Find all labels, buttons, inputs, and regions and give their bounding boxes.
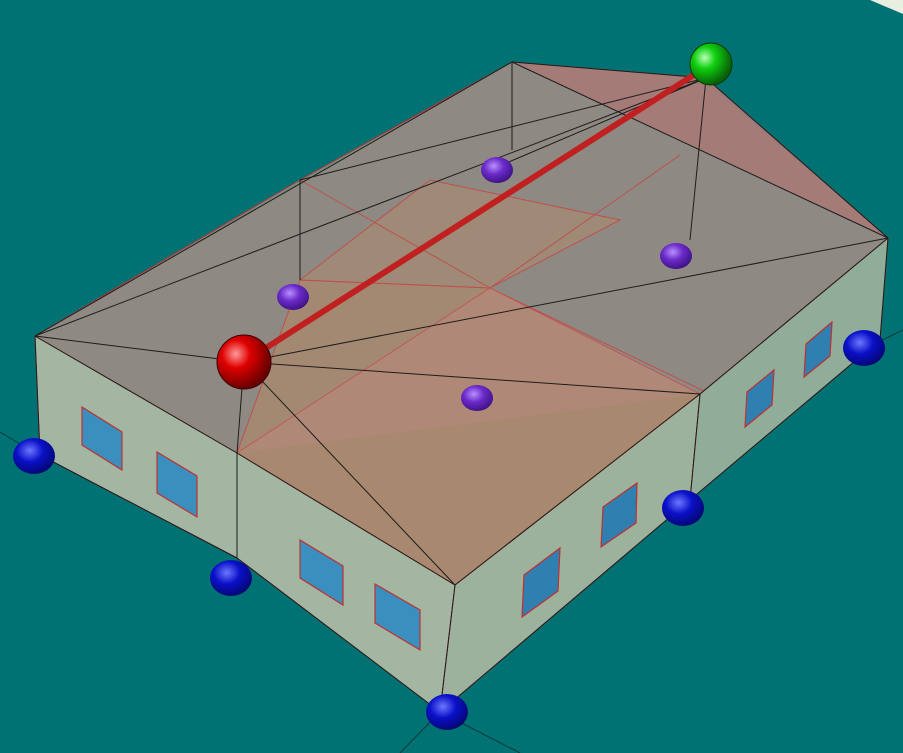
window-4 [374, 582, 421, 652]
roof-handle-3[interactable] [277, 284, 309, 310]
roof-handle-2[interactable] [660, 243, 692, 269]
corner-handle-4[interactable] [662, 490, 704, 526]
window-1 [81, 405, 123, 472]
windows [81, 320, 833, 652]
window-8 [803, 320, 833, 379]
corner-handle-2[interactable] [210, 560, 252, 596]
window-2 [156, 450, 198, 519]
wireframe-edges [34, 61, 889, 713]
roof-handle-1[interactable] [481, 157, 513, 183]
roof-handles [277, 157, 692, 411]
roof-handle-4[interactable] [461, 385, 493, 411]
window-7 [744, 368, 775, 429]
corner-handle-5[interactable] [843, 330, 885, 366]
red-point-icon[interactable] [216, 334, 272, 390]
green-point-icon[interactable] [689, 42, 733, 86]
window-5 [521, 546, 561, 619]
corner-handle-3[interactable] [426, 694, 468, 730]
roof-front-face [237, 288, 700, 585]
window-3 [299, 538, 344, 607]
corner-handle-1[interactable] [13, 438, 55, 474]
corner-handles [13, 330, 885, 730]
window-6 [600, 481, 638, 549]
selected-edge[interactable] [241, 61, 714, 365]
ground-plane-corner [870, 0, 903, 14]
